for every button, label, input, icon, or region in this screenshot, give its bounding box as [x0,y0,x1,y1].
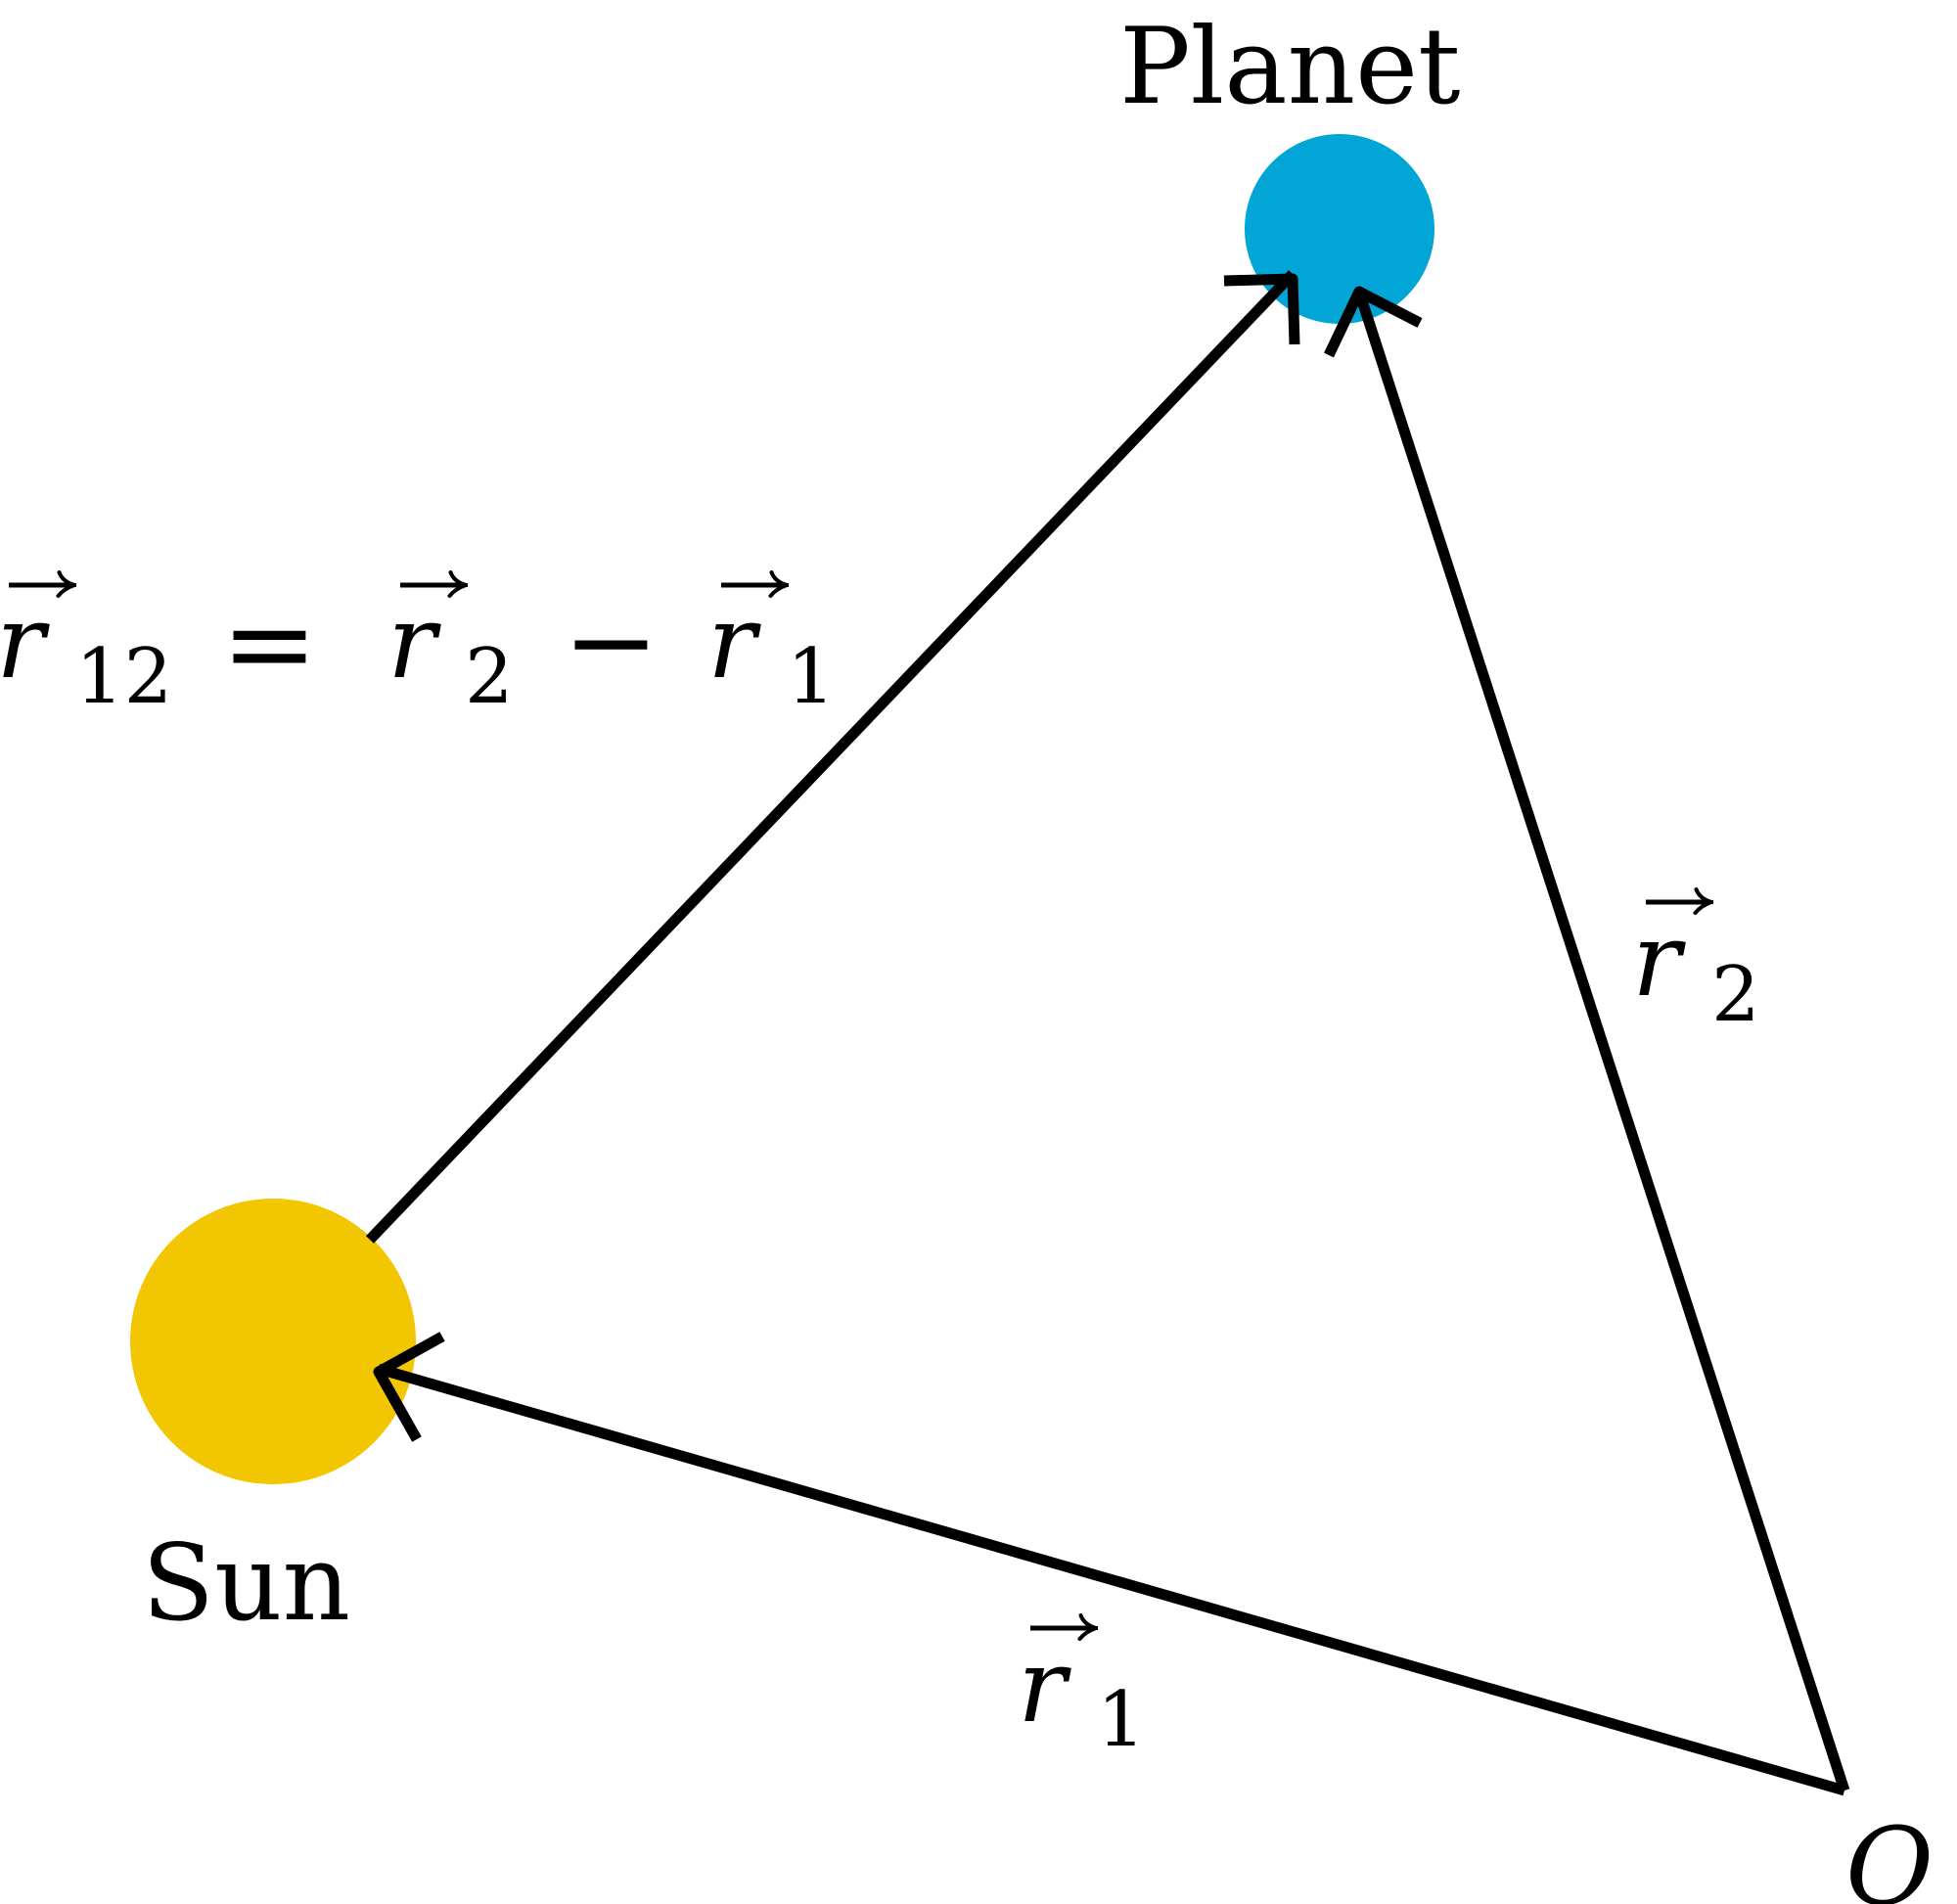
r2-label: r 2 [1632,900,1760,1039]
r1-term-subscript: 1 [787,633,836,721]
vector-r2-arrow [1324,286,1850,1792]
minus-sign: − [563,573,660,708]
r2-term-subscript: 2 [465,633,514,721]
r2-subscript: 2 [1711,951,1760,1039]
r1-subscript: 1 [1097,1676,1146,1764]
vector-r12-arrow [366,270,1300,1244]
vector-r1-arrow [373,1332,1846,1796]
r2-term-symbol: r [387,582,441,702]
r2-symbol: r [1632,900,1686,1020]
r12-equation: r 12 = r 2 − r 1 [0,573,836,721]
origin-label: O [1845,1804,1934,1904]
sun-body [130,1199,416,1484]
r1-symbol: r [1018,1626,1071,1745]
sun-label: Sun [142,1522,350,1645]
r1-label: r 1 [1018,1626,1146,1764]
r12-symbol: r [0,582,50,702]
equals-sign: = [221,575,318,710]
planet-label: Planet [1119,6,1460,128]
r12-subscript: 12 [75,633,172,721]
r1-term-symbol: r [707,582,761,702]
